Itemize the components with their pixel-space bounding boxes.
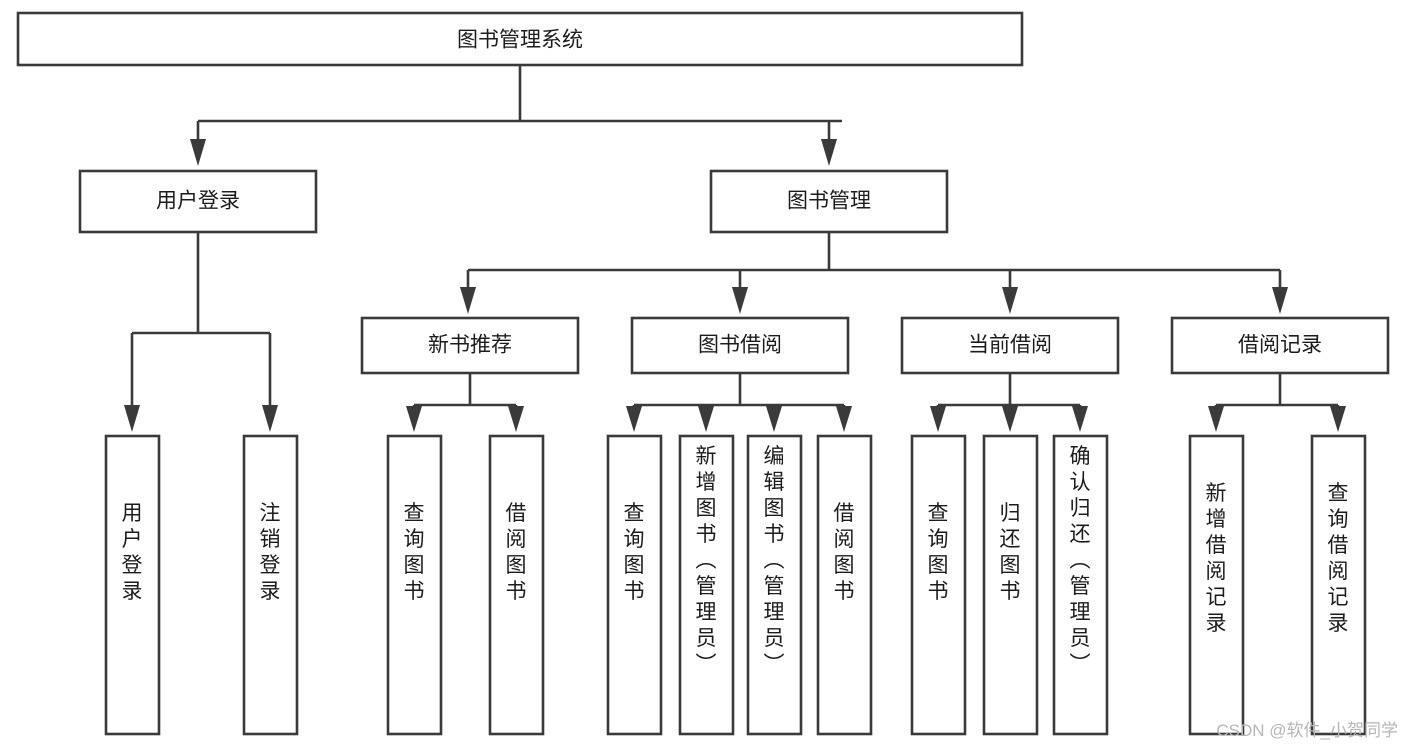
node-leaf-edit-book-box[interactable] xyxy=(746,434,803,736)
arrow-head-book-borrow xyxy=(732,287,748,314)
node-book-borrow-box[interactable] xyxy=(630,316,850,375)
node-leaf-add-book-box[interactable] xyxy=(678,434,735,736)
node-leaf-query-book-cur[interactable]: 查询图书 xyxy=(910,434,967,736)
node-leaf-borrow-book-rec-box[interactable] xyxy=(488,434,545,736)
node-leaf-add-record-label: 新增借阅记录 xyxy=(1206,482,1227,635)
node-leaf-user-login[interactable]: 用户登录 xyxy=(104,434,161,736)
node-new-book-recommend[interactable]: 新书推荐 xyxy=(360,316,580,375)
connector-group-current-borrow xyxy=(930,373,1088,432)
node-leaf-confirm-return-label: 确认归还︵管理员︶ xyxy=(1070,445,1091,676)
node-root-box[interactable] xyxy=(16,11,1024,67)
node-leaf-query-book-cur-label: 查询图书 xyxy=(928,502,949,603)
connector-group-user-login xyxy=(124,232,278,432)
node-book-manage-label: 图书管理 xyxy=(787,190,871,213)
connector-group-book-manage xyxy=(460,232,1288,314)
node-leaf-query-record[interactable]: 查询借阅记录 xyxy=(1310,434,1367,736)
node-leaf-add-record[interactable]: 新增借阅记录 xyxy=(1188,434,1245,736)
arrow-head-leaf-user-logout xyxy=(262,405,278,432)
node-leaf-user-login-box[interactable] xyxy=(104,434,161,736)
arrow-head-leaf-borrow-book-rec xyxy=(508,406,524,432)
node-leaf-edit-book[interactable]: 编辑图书︵管理员︶ xyxy=(746,434,803,736)
arrow-head-leaf-add-book xyxy=(698,406,714,432)
node-new-book-recommend-box[interactable] xyxy=(360,316,580,375)
node-root-label: 图书管理系统 xyxy=(457,29,583,52)
node-current-borrow-label: 当前借阅 xyxy=(968,334,1052,357)
node-user-login-box[interactable] xyxy=(78,169,318,234)
arrow-head-leaf-query-book-borrow xyxy=(626,406,642,432)
node-book-manage[interactable]: 图书管理 xyxy=(709,169,949,234)
arrow-head-leaf-borrow-book xyxy=(836,406,852,432)
arrow-head-borrow-record xyxy=(1272,287,1288,314)
node-leaf-borrow-book-rec[interactable]: 借阅图书 xyxy=(488,434,545,736)
connector-group-root xyxy=(190,65,842,166)
connector-group-borrow-record xyxy=(1208,373,1346,432)
arrow-head-leaf-return-book xyxy=(1002,406,1018,432)
node-leaf-query-record-label: 查询借阅记录 xyxy=(1328,482,1349,635)
node-root[interactable]: 图书管理系统 xyxy=(16,11,1024,67)
node-leaf-user-login-label: 用户登录 xyxy=(122,502,143,603)
csdn-watermark: CSDN @软件_小贺同学 xyxy=(1216,721,1398,740)
node-current-borrow-box[interactable] xyxy=(900,316,1120,375)
node-leaf-confirm-return-box[interactable] xyxy=(1052,434,1109,736)
node-leaf-query-book-rec-box[interactable] xyxy=(386,434,443,736)
node-leaf-query-book-rec[interactable]: 查询图书 xyxy=(386,434,443,736)
arrow-head-user-login xyxy=(190,139,206,166)
node-leaf-borrow-book-rec-label: 借阅图书 xyxy=(506,502,527,603)
arrow-head-leaf-query-book-rec xyxy=(406,406,422,432)
arrow-head-new-book-recommend xyxy=(460,287,476,314)
node-user-login-label: 用户登录 xyxy=(156,190,240,213)
node-leaf-confirm-return[interactable]: 确认归还︵管理员︶ xyxy=(1052,434,1109,736)
node-leaf-query-record-box[interactable] xyxy=(1310,434,1367,736)
node-leaf-borrow-book[interactable]: 借阅图书 xyxy=(816,434,873,736)
node-leaf-user-logout-label: 注销登录 xyxy=(260,502,281,603)
node-current-borrow[interactable]: 当前借阅 xyxy=(900,316,1120,375)
node-new-book-recommend-label: 新书推荐 xyxy=(428,334,512,357)
node-leaf-query-book-cur-box[interactable] xyxy=(910,434,967,736)
node-leaf-return-book[interactable]: 归还图书 xyxy=(982,434,1039,736)
connector-group-new-book-recommend xyxy=(406,373,524,432)
arrow-head-leaf-add-record xyxy=(1208,406,1224,432)
arrow-head-leaf-query-record xyxy=(1330,406,1346,432)
node-borrow-record-label: 借阅记录 xyxy=(1238,334,1322,357)
arrow-head-leaf-confirm-return xyxy=(1072,406,1088,432)
node-book-manage-box[interactable] xyxy=(709,169,949,234)
node-book-borrow[interactable]: 图书借阅 xyxy=(630,316,850,375)
arrow-head-leaf-edit-book xyxy=(766,406,782,432)
node-borrow-record-box[interactable] xyxy=(1170,316,1390,375)
connector-group-book-borrow xyxy=(626,373,852,432)
node-leaf-query-book-borrow-box[interactable] xyxy=(606,434,663,736)
arrow-head-leaf-query-book-cur xyxy=(930,406,946,432)
node-book-borrow-label: 图书借阅 xyxy=(698,334,782,357)
node-leaf-add-book-label: 新增图书︵管理员︶ xyxy=(696,445,717,676)
arrow-head-book-manage xyxy=(821,139,837,166)
node-leaf-edit-book-label: 编辑图书︵管理员︶ xyxy=(764,445,785,676)
arrow-head-leaf-user-login xyxy=(124,405,140,432)
node-leaf-return-book-box[interactable] xyxy=(982,434,1039,736)
node-leaf-query-book-borrow-label: 查询图书 xyxy=(624,502,645,603)
node-leaf-query-book-rec-label: 查询图书 xyxy=(404,502,425,603)
node-leaf-add-book[interactable]: 新增图书︵管理员︶ xyxy=(678,434,735,736)
node-leaf-return-book-label: 归还图书 xyxy=(1000,502,1021,603)
node-leaf-add-record-box[interactable] xyxy=(1188,434,1245,736)
node-leaf-borrow-book-box[interactable] xyxy=(816,434,873,736)
node-borrow-record[interactable]: 借阅记录 xyxy=(1170,316,1390,375)
node-leaf-borrow-book-label: 借阅图书 xyxy=(834,502,855,603)
node-leaf-query-book-borrow[interactable]: 查询图书 xyxy=(606,434,663,736)
node-leaf-user-logout[interactable]: 注销登录 xyxy=(242,434,299,736)
arrow-head-current-borrow xyxy=(1002,287,1018,314)
node-leaf-user-logout-box[interactable] xyxy=(242,434,299,736)
node-user-login[interactable]: 用户登录 xyxy=(78,169,318,234)
